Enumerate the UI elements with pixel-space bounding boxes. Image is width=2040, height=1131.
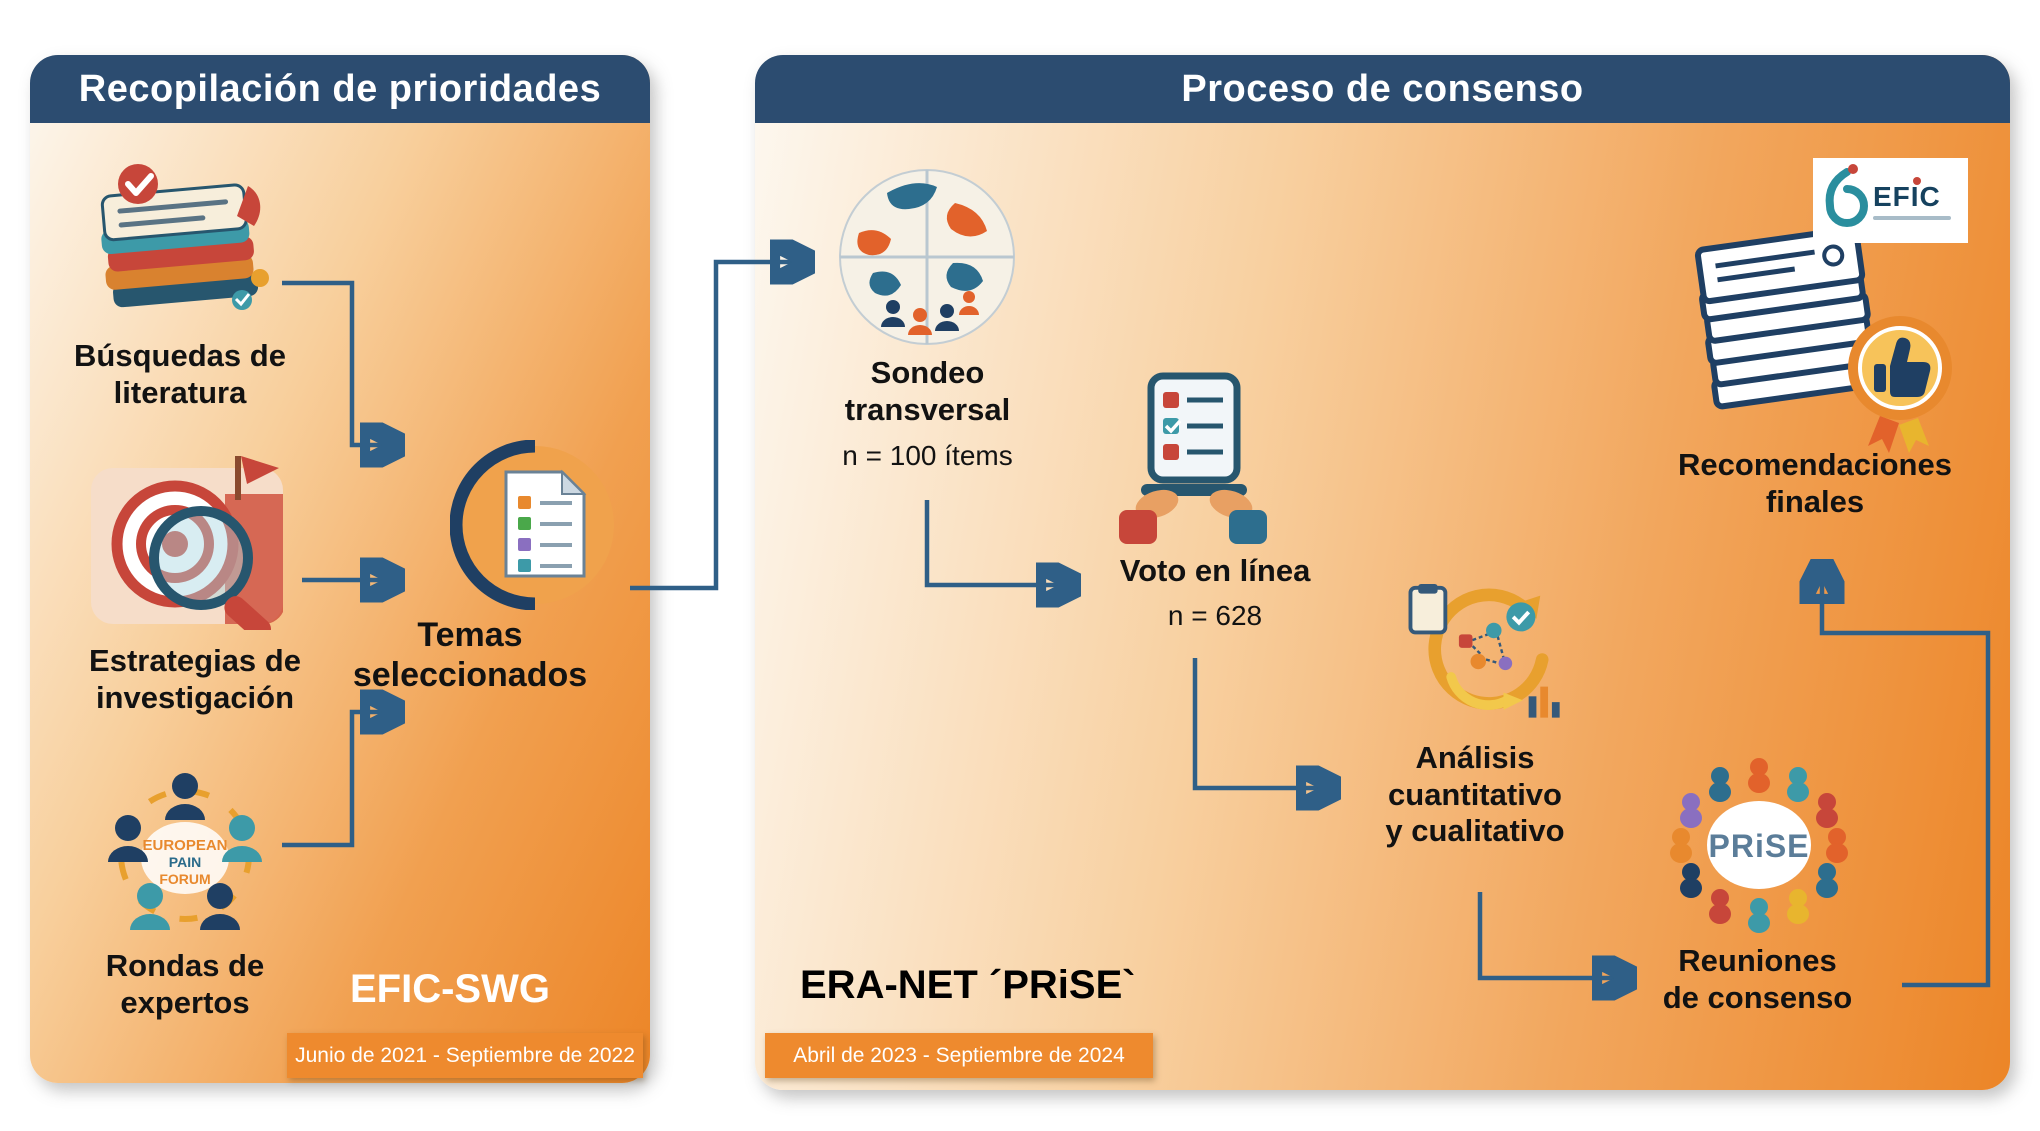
expert-forum-icon: EUROPEAN PAIN FORUM xyxy=(90,760,280,950)
recommendations-icon xyxy=(1688,220,1963,460)
prise-logo-icon: PRiSE xyxy=(1662,757,1857,937)
prise-logo-text: PRiSE xyxy=(1708,828,1809,864)
era-net-label: ERA-NET ´PRiSE` xyxy=(800,963,1136,1007)
survey-count: n = 100 ítems xyxy=(842,440,1013,471)
selected-topics-icon xyxy=(450,440,620,610)
meetings-label: Reuniones de consenso xyxy=(1662,943,1853,1015)
priorities-title: Recopilación de prioridades xyxy=(78,67,602,110)
analysis-icon xyxy=(1402,582,1572,737)
literature-label: Búsquedas de literatura xyxy=(74,338,286,410)
selected-topics-label: Temas seleccionados xyxy=(352,616,588,695)
efic-logo-text: EFIC xyxy=(1873,181,1941,212)
priorities-panel: Recopilación de prioridades xyxy=(30,55,650,1083)
vote-label: Voto en línea xyxy=(1119,553,1311,588)
consensus-title: Proceso de consenso xyxy=(1181,67,1584,110)
literature-stack-icon xyxy=(80,160,280,330)
research-label: Estrategias de investigación xyxy=(89,643,301,715)
consensus-panel: Proceso de consenso Sondeo transversal n… xyxy=(755,55,2010,1090)
survey-globe-icon xyxy=(835,165,1020,350)
experts-label: Rondas de expertos xyxy=(105,948,265,1020)
forum-text-line3: FORUM xyxy=(159,871,210,887)
online-vote-icon xyxy=(1115,372,1270,547)
efic-logo: EFIC xyxy=(1813,158,1968,243)
recommendations-label: Recomendaciones finales xyxy=(1678,447,1952,519)
forum-text-line1: EUROPEAN xyxy=(142,837,227,854)
priorities-date-badge: Junio de 2021 - Septiembre de 2022 xyxy=(287,1033,643,1078)
consensus-date-badge: Abril de 2023 - Septiembre de 2024 xyxy=(765,1033,1153,1078)
efic-swg-label: EFIC-SWG xyxy=(350,967,550,1011)
research-strategy-icon xyxy=(85,450,300,630)
consensus-header: Proceso de consenso xyxy=(755,55,2010,123)
priorities-header: Recopilación de prioridades xyxy=(30,55,650,123)
vote-count: n = 628 xyxy=(1167,600,1263,631)
survey-label: Sondeo transversal xyxy=(844,355,1011,427)
analysis-label: Análisis cuantitativo y cualitativo xyxy=(1385,740,1565,849)
forum-text-line2: PAIN xyxy=(169,854,201,870)
